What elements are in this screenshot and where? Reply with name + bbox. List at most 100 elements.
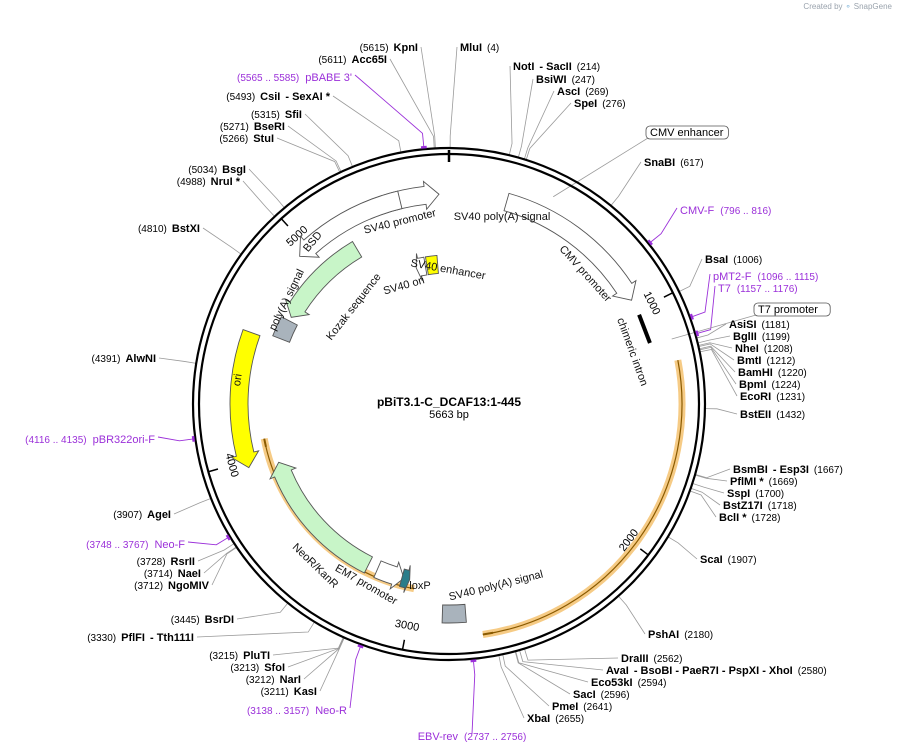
site-pflmi[interactable]: PflMI *(1669) bbox=[730, 476, 798, 488]
site-nhei[interactable]: NheI(1208) bbox=[735, 343, 793, 355]
site-position: (4810) bbox=[138, 224, 167, 235]
site-name: DraIII bbox=[621, 653, 649, 665]
site-snabi[interactable]: SnaBI(617) bbox=[644, 157, 704, 169]
site-leader bbox=[524, 648, 619, 661]
site-name: SpeI bbox=[574, 98, 597, 110]
site-rsrii[interactable]: (3728)RsrII bbox=[137, 556, 195, 568]
site-acc65i[interactable]: (5611)Acc65I bbox=[318, 54, 387, 66]
site-pmei[interactable]: PmeI(2641) bbox=[552, 701, 612, 713]
site-bseri[interactable]: (5271)BseRI bbox=[220, 121, 285, 133]
site-position: (1212) bbox=[766, 356, 795, 367]
primer-name: pMT2-F bbox=[713, 271, 752, 283]
site-bsrdi[interactable]: (3445)BsrDI bbox=[171, 614, 234, 626]
site-name: BsmBI bbox=[733, 464, 768, 476]
primer-leader bbox=[354, 74, 425, 148]
site-name: Eco53kI bbox=[591, 677, 633, 689]
site-nari[interactable]: (3212)NarI bbox=[246, 674, 301, 686]
site-sfoi[interactable]: (3213)SfoI bbox=[230, 662, 285, 674]
site-bmti[interactable]: BmtI(1212) bbox=[737, 355, 795, 367]
site-naei[interactable]: (3714) NaeI bbox=[144, 568, 201, 580]
site-position: (1224) bbox=[772, 380, 801, 391]
site-pflfi[interactable]: (3330)PflFI- Tth111I bbox=[87, 632, 194, 644]
primer-pbr322ori-f[interactable]: (4116 .. 4135)pBR322ori-F bbox=[25, 434, 155, 446]
site-leader bbox=[319, 637, 345, 692]
site-kpni[interactable]: (5615)KpnI bbox=[360, 42, 418, 54]
site-nrui[interactable]: (4988)NruI * bbox=[177, 176, 241, 188]
site-draiii[interactable]: DraIII(2562) bbox=[621, 653, 682, 665]
site-pshai[interactable]: PshAI(2180) bbox=[648, 629, 713, 641]
site-bsgi[interactable]: (5034)BsgI bbox=[188, 164, 246, 176]
site-ngomiv[interactable]: (3712)NgoMIV bbox=[134, 580, 210, 592]
site-xbai[interactable]: XbaI(2655) bbox=[527, 713, 584, 725]
site-leader bbox=[276, 137, 341, 173]
site-csii[interactable]: (5493)CsiI- SexAI * bbox=[226, 91, 330, 103]
site-position: (4) bbox=[487, 43, 499, 54]
site-pluti[interactable]: (3215)PluTI bbox=[209, 650, 270, 662]
site-bstxi[interactable]: (4810)BstXI bbox=[138, 223, 200, 235]
site-position: (1907) bbox=[728, 555, 757, 566]
primer-t7[interactable]: T7(1157 .. 1176) bbox=[718, 283, 798, 295]
site-leader bbox=[519, 649, 604, 671]
site-bsteii[interactable]: BstEII(1432) bbox=[740, 409, 805, 421]
site-leader bbox=[697, 335, 731, 344]
site-bamhi[interactable]: BamHI(1220) bbox=[738, 367, 807, 379]
site-name: NotI bbox=[513, 61, 534, 73]
site-bstz17i[interactable]: BstZ17I(1718) bbox=[723, 500, 797, 512]
site-mlui[interactable]: MluI(4) bbox=[460, 42, 499, 54]
primer-pbabe-3[interactable]: (5565 .. 5585)pBABE 3' bbox=[237, 72, 352, 84]
site-position: (3712) bbox=[134, 581, 163, 592]
site-position: (5615) bbox=[360, 43, 389, 54]
site-noti[interactable]: NotI- SacII(214) bbox=[513, 61, 600, 73]
site-stui[interactable]: (5266)StuI bbox=[219, 133, 274, 145]
primer-pmt2-f[interactable]: pMT2-F(1096 .. 1115) bbox=[713, 271, 818, 283]
site-spei[interactable]: SpeI(276) bbox=[574, 98, 626, 110]
primer-leader bbox=[349, 646, 361, 709]
site-position: (3714) bbox=[144, 569, 173, 580]
site-position: (5611) bbox=[318, 55, 346, 66]
site-bcli[interactable]: BclI *(1728) bbox=[719, 512, 780, 524]
site-scai[interactable]: ScaI(1907) bbox=[700, 554, 757, 566]
site-agei[interactable]: (3907)AgeI bbox=[113, 509, 171, 521]
site-kasi[interactable]: (3211)KasI bbox=[261, 686, 317, 698]
site-asisi[interactable]: AsiSI(1181) bbox=[729, 319, 790, 331]
site-leader bbox=[304, 113, 353, 167]
snapgene-brand: Created by ⚬ SnapGene bbox=[803, 2, 892, 11]
site-position: (1199) bbox=[762, 332, 790, 343]
site-name: NaeI bbox=[178, 568, 201, 580]
site-position: (1728) bbox=[752, 513, 781, 524]
site-leader bbox=[525, 102, 572, 161]
orf-arrow-head bbox=[263, 438, 267, 448]
site-bglii[interactable]: BglII(1199) bbox=[733, 331, 790, 343]
site-asci[interactable]: AscI(269) bbox=[557, 86, 609, 98]
site-name: - Tth111I bbox=[150, 632, 194, 644]
site-name: PluTI bbox=[243, 650, 270, 662]
site-position: (269) bbox=[585, 87, 608, 98]
site-leader bbox=[498, 655, 525, 719]
site-sspi[interactable]: SspI(1700) bbox=[727, 488, 784, 500]
site-bsmbi[interactable]: BsmBI- Esp3I(1667) bbox=[733, 464, 843, 476]
site-saci[interactable]: SacI(2596) bbox=[573, 689, 630, 701]
site-leader bbox=[696, 323, 727, 339]
site-alwni[interactable]: (4391)AlwNI bbox=[92, 353, 156, 365]
site-position: (2655) bbox=[555, 714, 584, 725]
primer-ebv-rev[interactable]: EBV-rev(2737 .. 2756) bbox=[418, 731, 527, 743]
primer-cmv-f[interactable]: CMV-F(796 .. 816) bbox=[680, 205, 771, 217]
primer-neo-r[interactable]: (3138 .. 3157)Neo-R bbox=[247, 705, 347, 717]
site-leader bbox=[449, 46, 458, 149]
site-position: (1667) bbox=[814, 465, 843, 476]
site-name: RsrII bbox=[171, 556, 195, 568]
site-leader bbox=[517, 78, 534, 158]
site-bpmi[interactable]: BpmI(1224) bbox=[739, 379, 800, 391]
site-sfii[interactable]: (5315)SfiI bbox=[251, 109, 302, 121]
site-name: PflFI bbox=[121, 632, 145, 644]
ori-feature bbox=[229, 328, 261, 469]
site-leader bbox=[698, 343, 735, 361]
site-bsiwi[interactable]: BsiWI(247) bbox=[536, 74, 595, 86]
site-eco53ki[interactable]: Eco53kI(2594) bbox=[591, 677, 667, 689]
site-position: (4988) bbox=[177, 177, 206, 188]
primer-neo-f[interactable]: (3748 .. 3767)Neo-F bbox=[86, 539, 185, 551]
site-ecori[interactable]: EcoRI(1231) bbox=[740, 391, 805, 403]
site-avai[interactable]: AvaI- BsoBI - PaeR7I - PspXI - XhoI(2580… bbox=[606, 665, 827, 677]
site-bsai[interactable]: BsaI(1006) bbox=[705, 254, 762, 266]
site-position: (5315) bbox=[251, 110, 280, 121]
